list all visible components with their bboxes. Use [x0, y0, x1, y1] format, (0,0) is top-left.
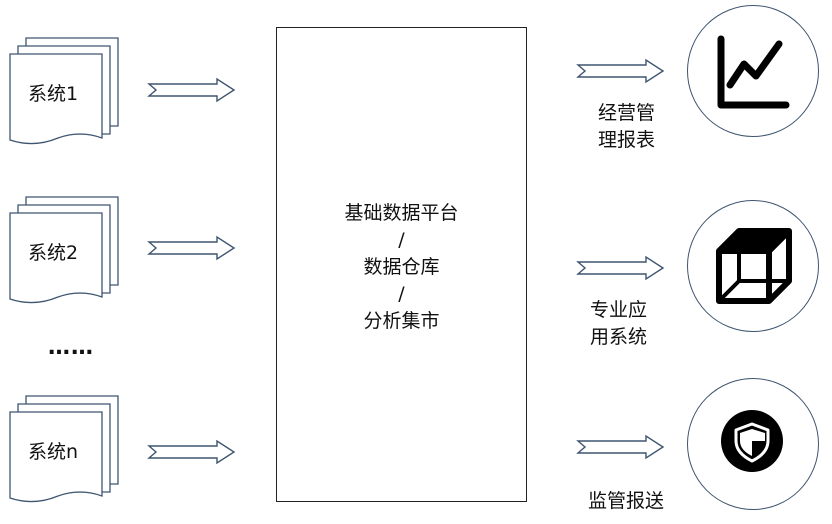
platform-line-3: 分析集市 [363, 310, 440, 332]
platform-line-1: 基础数据平台 [344, 202, 459, 224]
document-stack-icon [9, 37, 119, 145]
cube-icon [716, 228, 792, 304]
data-platform-box: 基础数据平台 / 数据仓库 / 分析集市 [276, 27, 527, 502]
source-system-n: 系统n [9, 392, 122, 510]
platform-text: 基础数据平台 / 数据仓库 / 分析集市 [277, 200, 526, 335]
source-label: 系统2 [28, 242, 79, 264]
more-sources-ellipsis: …… [48, 335, 94, 360]
output-label-report: 经营管 理报表 [598, 102, 656, 151]
source-label: 系统n [28, 441, 79, 463]
output-circle-system [687, 200, 819, 332]
shield-icon [721, 410, 783, 472]
document-stack-icon [9, 395, 119, 503]
output-arrow-3 [577, 435, 664, 459]
output-arrow-1 [577, 59, 664, 83]
input-arrow-3 [148, 440, 235, 464]
platform-separator-2: / [398, 283, 405, 305]
input-arrow-1 [148, 78, 235, 102]
source-system-2: 系统2 [9, 193, 122, 311]
output-circle-regulatory [687, 378, 819, 510]
line-chart-icon [717, 35, 790, 109]
output-label-regulatory: 监管报送 [588, 490, 665, 512]
input-arrow-2 [148, 236, 235, 260]
platform-separator-1: / [398, 229, 405, 251]
output-label-system: 专业应 用系统 [590, 299, 648, 348]
source-label: 系统1 [28, 83, 79, 105]
document-stack-icon [9, 196, 119, 304]
output-circle-report [687, 5, 819, 137]
output-arrow-2 [577, 256, 664, 280]
platform-line-2: 数据仓库 [363, 256, 440, 278]
source-system-1: 系统1 [9, 34, 122, 152]
